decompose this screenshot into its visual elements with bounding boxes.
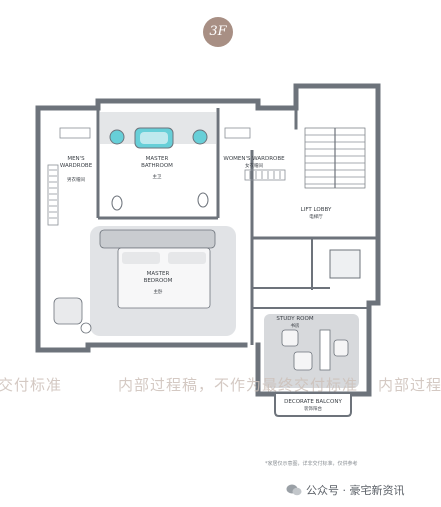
balcony-outline [274,394,352,417]
lift-shaft [329,249,361,279]
master-bathroom-cn: 主卫 [153,173,162,180]
lounge-chair [53,297,92,334]
wechat-icon [286,484,302,496]
womens-wardrobe-label: WOMEN'S WARDROBE [223,156,285,162]
decorate-balcony-label: DECORATE BALCONY [284,399,342,405]
mens-wardrobe-cn: 男衣帽间 [67,176,85,183]
watermark-right: 内部过程稿 [378,376,441,394]
bed [99,229,216,309]
study-furniture [281,329,349,371]
decorate-balcony-cn: 装饰阳台 [304,405,322,412]
sink-left [109,129,125,145]
study-room-label: STUDY ROOM [276,316,313,322]
watermark-left: 交付标准 [0,376,63,394]
wardrobe-racks [47,127,286,226]
toilet-right [197,192,209,208]
sink-right [192,129,208,145]
toilet-left [111,195,123,211]
study-room-cn: 书房 [291,322,300,329]
credit: 公众号 · 豪宅新资讯 [286,482,405,498]
staircase [304,127,366,189]
womens-wardrobe-cn: 女衣帽间 [245,162,263,169]
floor-badge: 3F [203,17,233,47]
master-bedroom-cn: 主卧 [154,288,163,295]
exterior-walls [35,83,381,397]
interior-walls [96,108,378,345]
watermark-center: 内部过程稿，不作为最终交付标准 [118,376,359,394]
bathtub-basin [140,132,168,144]
lift-lobby-label: LIFT LOBBY [301,207,332,213]
lift-lobby-cn: 电梯厅 [309,213,323,220]
credit-text: 公众号 · 豪宅新资讯 [306,484,405,497]
footnote: *家居仅示意图，详非交付标准，仅供参考 [265,461,358,467]
